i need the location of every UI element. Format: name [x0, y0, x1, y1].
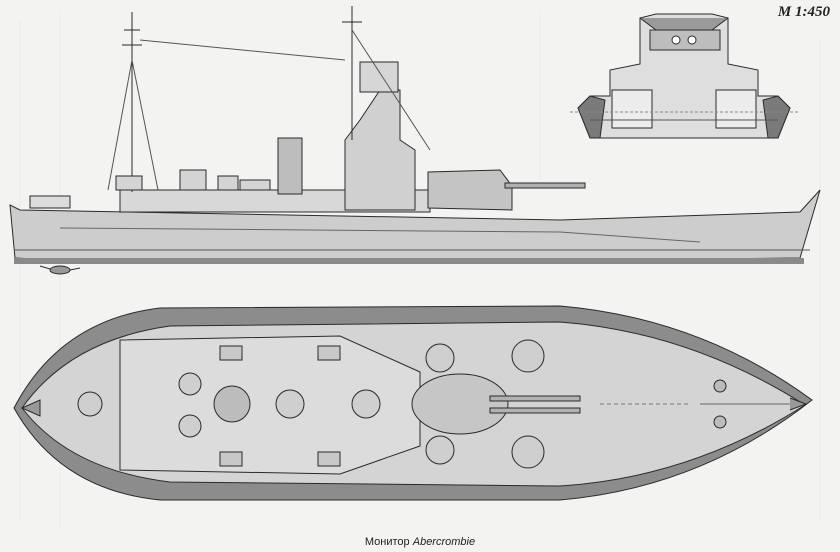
side-elevation	[9, 6, 821, 275]
side-bridge-tower	[344, 89, 416, 211]
caption-prefix: Монитор	[364, 536, 413, 548]
cross-section	[570, 13, 800, 139]
plan-gun-barrel-1	[489, 395, 581, 402]
side-gun-barrel	[504, 182, 586, 189]
plan-view	[13, 305, 813, 501]
plan-funnel	[213, 385, 251, 423]
section-turret	[639, 17, 729, 31]
section-bulge-right	[762, 95, 791, 139]
figure-caption: Монитор Abercrombie	[0, 536, 840, 548]
side-boot-topping	[14, 258, 804, 264]
side-bridge-top	[359, 61, 399, 93]
caption-ship-name: Abercrombie	[412, 536, 476, 548]
plan-superstructure	[119, 335, 421, 475]
plan-gun-barrel-2	[489, 407, 581, 414]
side-turret	[427, 169, 513, 211]
plan-main-turret	[411, 373, 509, 435]
side-rigging	[139, 39, 346, 61]
plan-barbette-lower	[511, 435, 545, 469]
section-bulge-left	[577, 95, 606, 139]
scale-label: M 1:450	[777, 4, 830, 20]
side-bulge-line	[59, 227, 701, 243]
plan-barbette-upper	[511, 339, 545, 373]
side-funnel	[277, 137, 303, 195]
